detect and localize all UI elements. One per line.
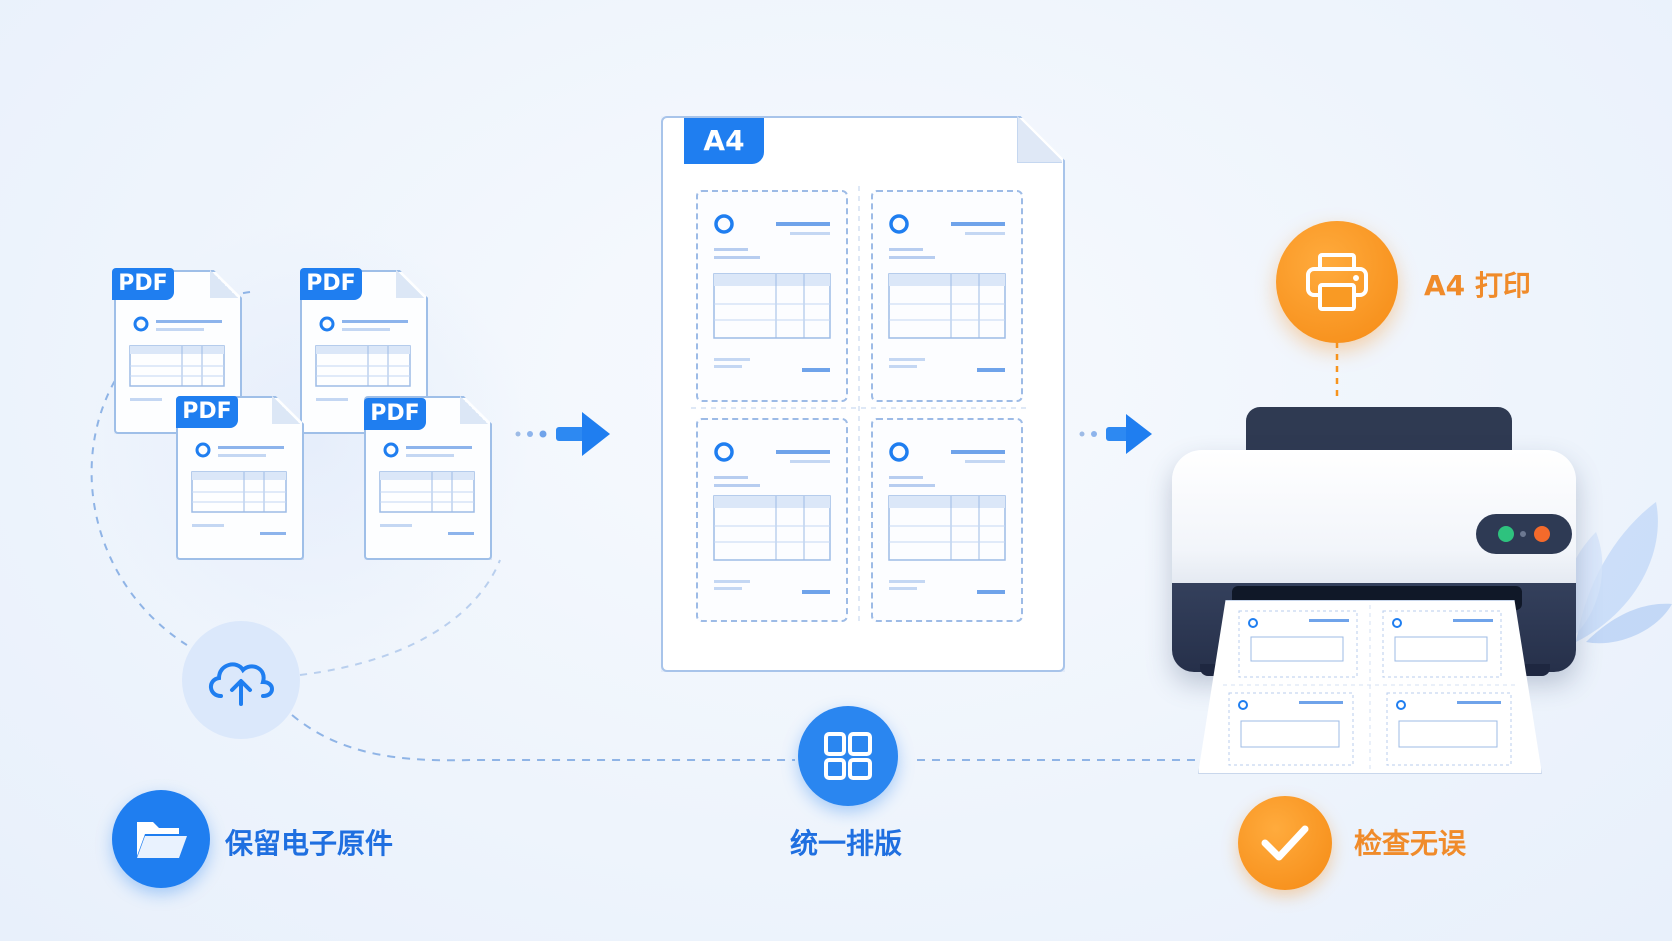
document-icon bbox=[888, 442, 1006, 594]
layout-cell-2 bbox=[871, 190, 1023, 402]
cloud-upload-icon bbox=[209, 662, 274, 706]
document-icon bbox=[713, 442, 831, 594]
pdf-tag: PDF bbox=[176, 396, 238, 428]
a4-tag: A4 bbox=[684, 118, 764, 164]
layout-cell-1 bbox=[696, 190, 848, 402]
status-light-dim bbox=[1520, 531, 1526, 537]
layout-cell-4 bbox=[871, 418, 1023, 622]
document-icon bbox=[379, 442, 475, 535]
folder-circle bbox=[112, 790, 210, 888]
print-label: A4 打印 bbox=[1424, 269, 1531, 302]
print-icon-circle bbox=[1276, 221, 1398, 343]
document-icon bbox=[191, 442, 287, 535]
grid-layout-icon bbox=[824, 732, 872, 780]
folder-icon bbox=[137, 822, 187, 858]
arrow-right-icon bbox=[1079, 414, 1152, 454]
pdf-tag: PDF bbox=[364, 398, 426, 430]
status-light-green bbox=[1498, 526, 1514, 542]
a4-divider-lines bbox=[691, 186, 1031, 626]
layout-cell-3 bbox=[696, 418, 848, 622]
document-icon bbox=[315, 316, 411, 409]
cloud-upload-button bbox=[182, 621, 300, 739]
pdf-tag: PDF bbox=[300, 268, 362, 300]
arrow-right-icon bbox=[515, 412, 610, 456]
pdf-corner-fold bbox=[396, 270, 424, 298]
step-label-unify-layout: 统一排版 bbox=[790, 827, 903, 860]
document-icon bbox=[888, 214, 1006, 372]
printed-layout-preview bbox=[1223, 605, 1517, 771]
a4-corner-fold bbox=[1017, 116, 1062, 163]
pdf-corner-fold bbox=[460, 396, 488, 424]
printed-paper bbox=[1198, 600, 1542, 774]
document-icon bbox=[713, 214, 831, 372]
pdf-corner-fold bbox=[210, 270, 238, 298]
grid-layout-circle bbox=[798, 706, 898, 806]
check-circle bbox=[1238, 796, 1332, 890]
printer-control-panel bbox=[1476, 514, 1572, 554]
pdf-corner-fold bbox=[272, 396, 300, 424]
step-label-keep-original: 保留电子原件 bbox=[225, 827, 394, 860]
status-light-orange bbox=[1534, 526, 1550, 542]
document-icon bbox=[129, 316, 225, 409]
pdf-tag: PDF bbox=[112, 268, 174, 300]
checkmark-icon bbox=[1261, 825, 1309, 861]
step-label-check: 检查无误 bbox=[1354, 827, 1467, 860]
printer-icon bbox=[1306, 253, 1368, 311]
